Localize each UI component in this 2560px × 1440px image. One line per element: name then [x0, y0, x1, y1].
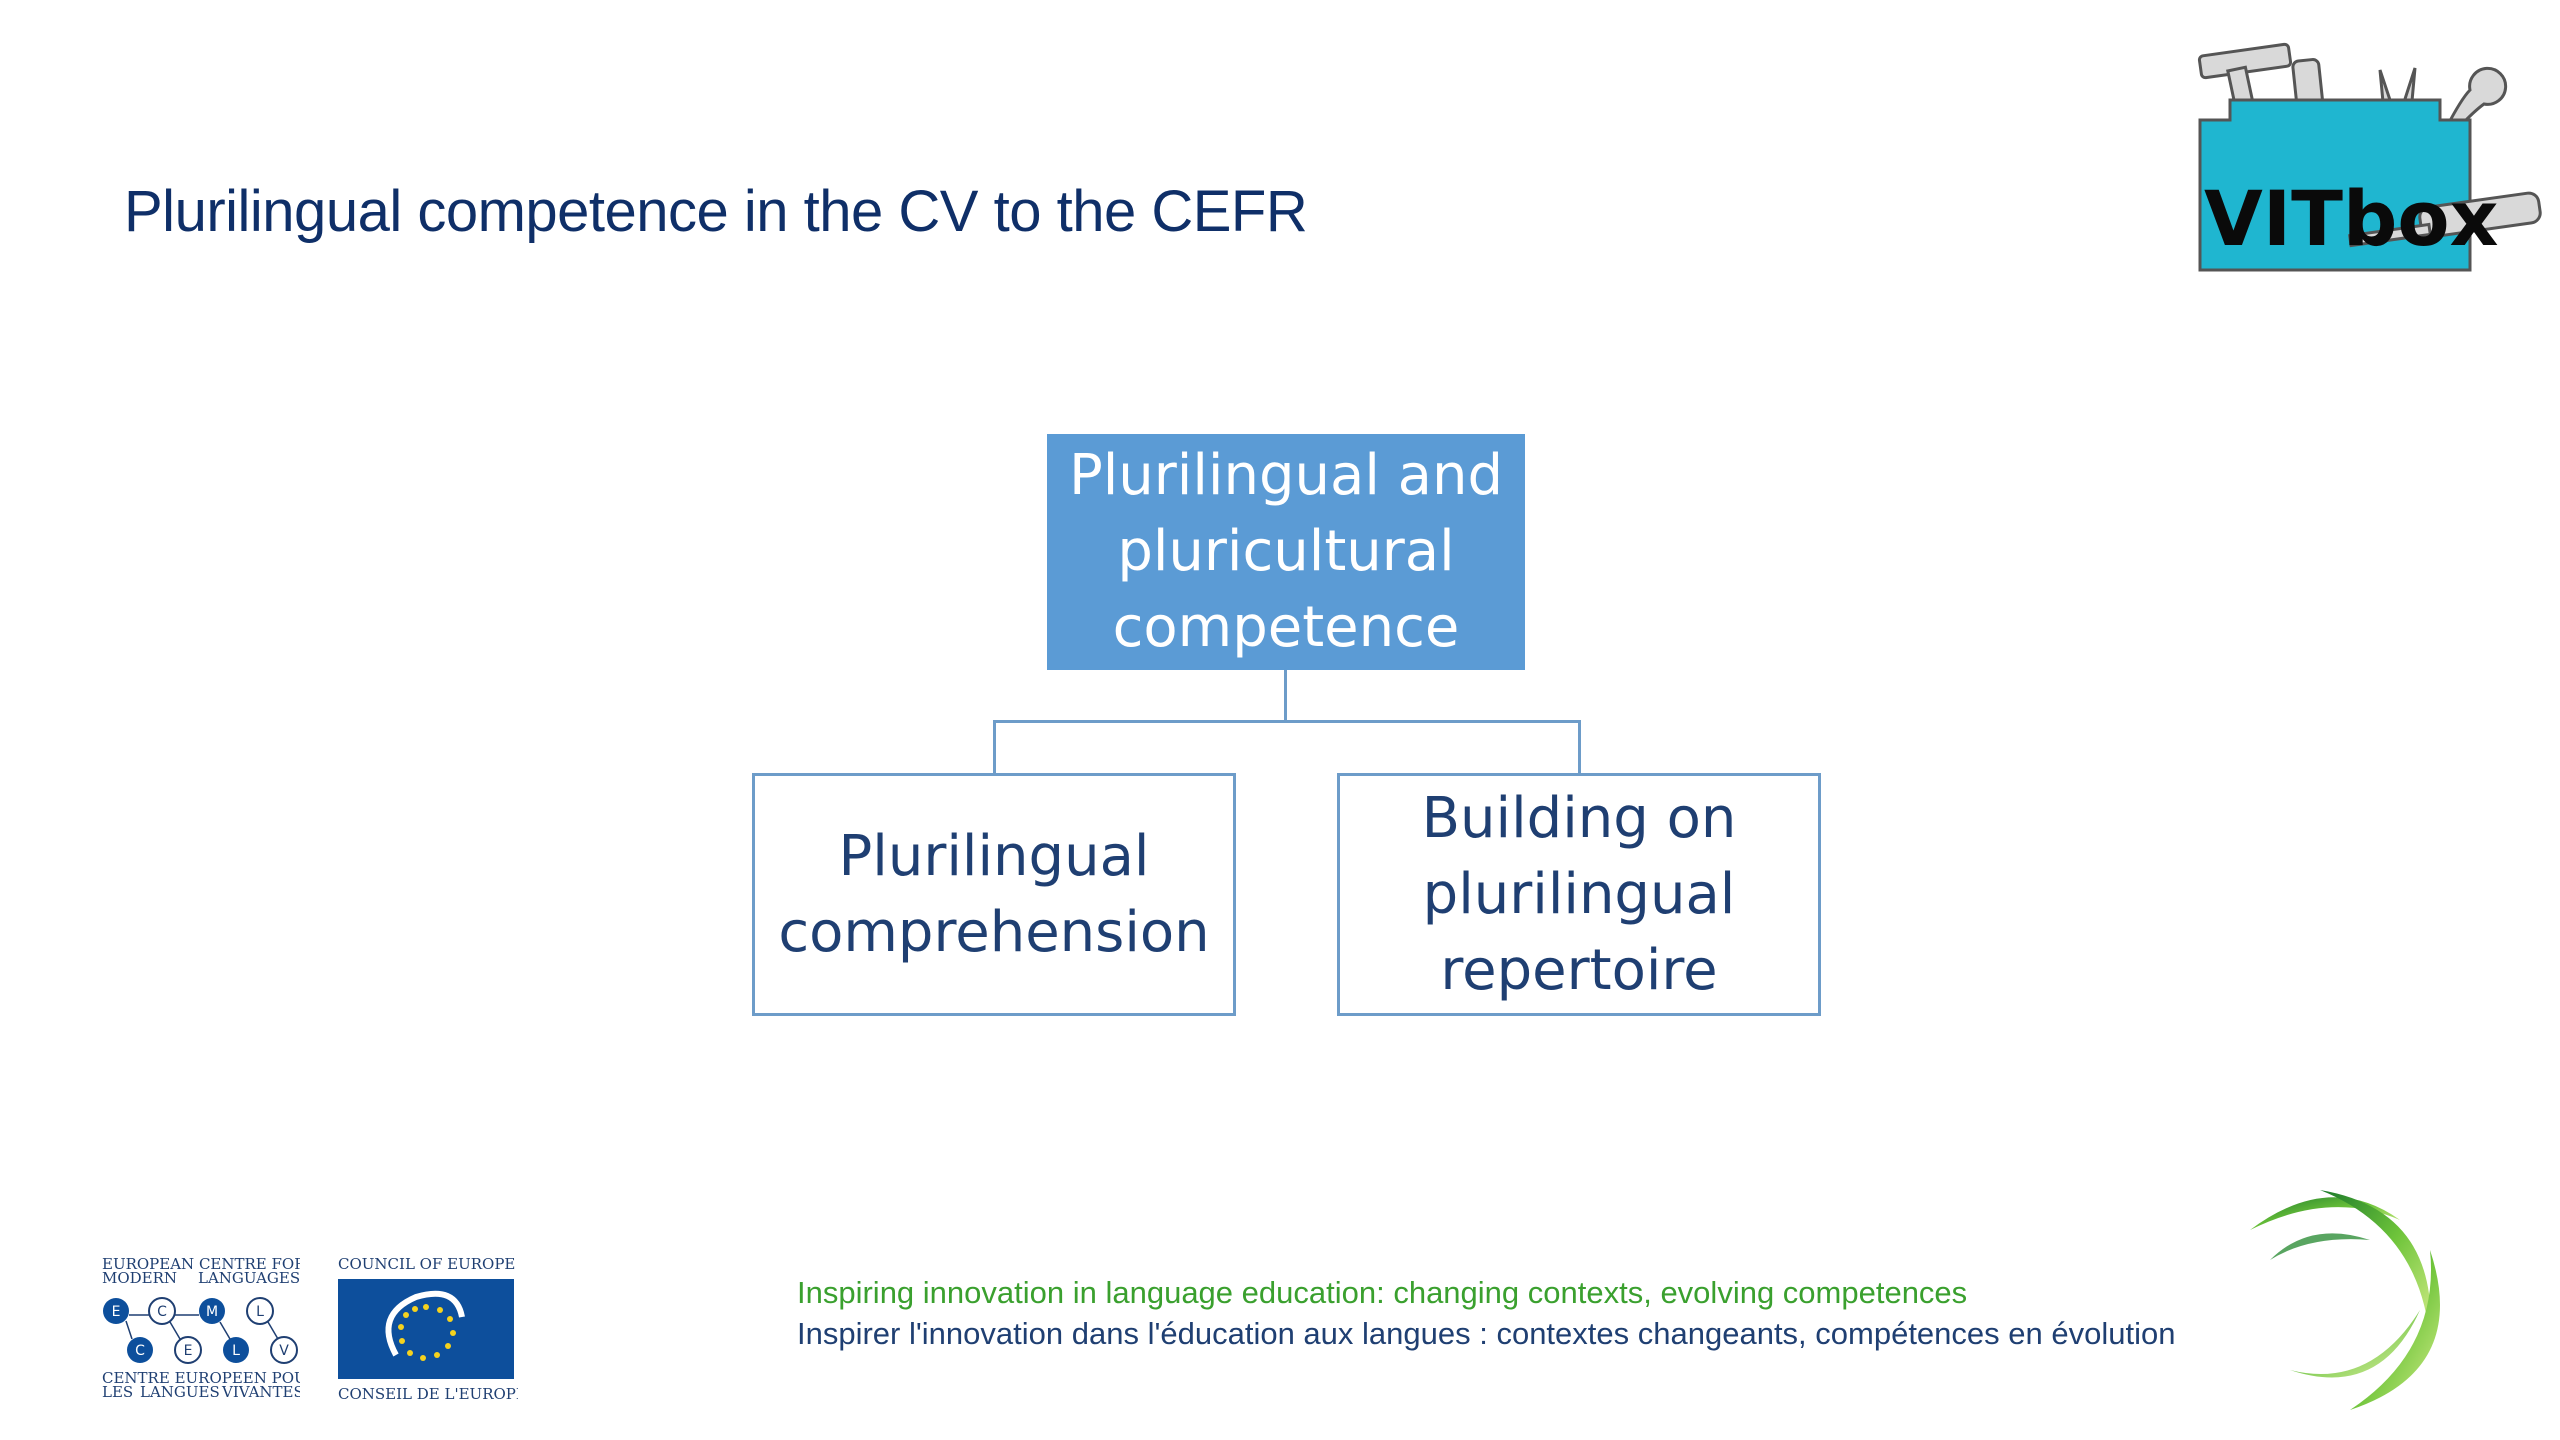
child-node-line: comprehension: [778, 899, 1210, 965]
ecml-bottom-line2c: VIVANTES: [221, 1383, 300, 1401]
vitbox-logo-text: VITbox: [2204, 174, 2499, 263]
green-swirl-icon: [2250, 1190, 2440, 1410]
connector-right-drop: [1578, 720, 1581, 774]
vitbox-logo: VITbox: [2197, 42, 2542, 272]
ecml-letter: M: [206, 1304, 218, 1320]
ecml-letter: C: [157, 1304, 167, 1320]
ecml-top-line2b: LANGUAGES: [198, 1269, 300, 1287]
connector-root-down: [1284, 670, 1287, 722]
coe-bottom-text: CONSEIL DE L'EUROPE: [338, 1385, 518, 1403]
child-node-line: repertoire: [1440, 937, 1718, 1003]
ecml-letter: L: [232, 1343, 240, 1359]
diagram-child-node-comprehension: Plurilingual comprehension: [752, 773, 1236, 1016]
root-node-line: Plurilingual and: [1068, 443, 1504, 508]
child-node-line: Plurilingual: [838, 823, 1150, 889]
ecml-letter: E: [184, 1343, 193, 1359]
diagram-child-node-repertoire: Building on plurilingual repertoire: [1337, 773, 1821, 1016]
ecml-top-line1: EUROPEAN CENTRE FOR: [102, 1255, 300, 1273]
child-node-line: plurilingual: [1422, 861, 1736, 927]
hierarchy-diagram: Plurilingual and pluricultural competenc…: [752, 434, 1821, 1016]
tagline-english: Inspiring innovation in language educati…: [797, 1275, 1968, 1310]
coe-emblem-icon: [385, 1290, 465, 1361]
council-of-europe-logo: COUNCIL OF EUROPE CONSEIL DE L'EUROPE: [338, 1255, 518, 1403]
root-node-line: competence: [1112, 595, 1460, 660]
child-node-line: Building on: [1421, 785, 1737, 851]
ecml-letter: C: [135, 1343, 145, 1359]
diagram-root-node: Plurilingual and pluricultural competenc…: [1047, 434, 1525, 670]
slide-title: Plurilingual competence in the CV to the…: [124, 179, 1308, 244]
ecml-letter: E: [112, 1304, 121, 1320]
ecml-bottom-line1: CENTRE EUROPEEN POUR: [102, 1369, 300, 1387]
ecml-bottom-line2a: LES: [102, 1383, 133, 1401]
connector-horizontal: [993, 720, 1581, 723]
tagline-french: Inspirer l'innovation dans l'éducation a…: [797, 1316, 2176, 1351]
connector-left-drop: [993, 720, 996, 774]
ecml-letter: L: [256, 1304, 264, 1320]
coe-top-text: COUNCIL OF EUROPE: [338, 1255, 515, 1273]
ecml-logo: EUROPEAN CENTRE FOR MODERN LANGUAGES E C…: [102, 1255, 300, 1401]
ecml-letter: V: [279, 1343, 289, 1359]
ecml-bottom-line2b: LANGUES: [140, 1383, 220, 1401]
root-node-line: pluricultural: [1117, 519, 1455, 584]
toolbox-icon: [2197, 42, 2542, 272]
ecml-top-line2a: MODERN: [102, 1269, 177, 1287]
